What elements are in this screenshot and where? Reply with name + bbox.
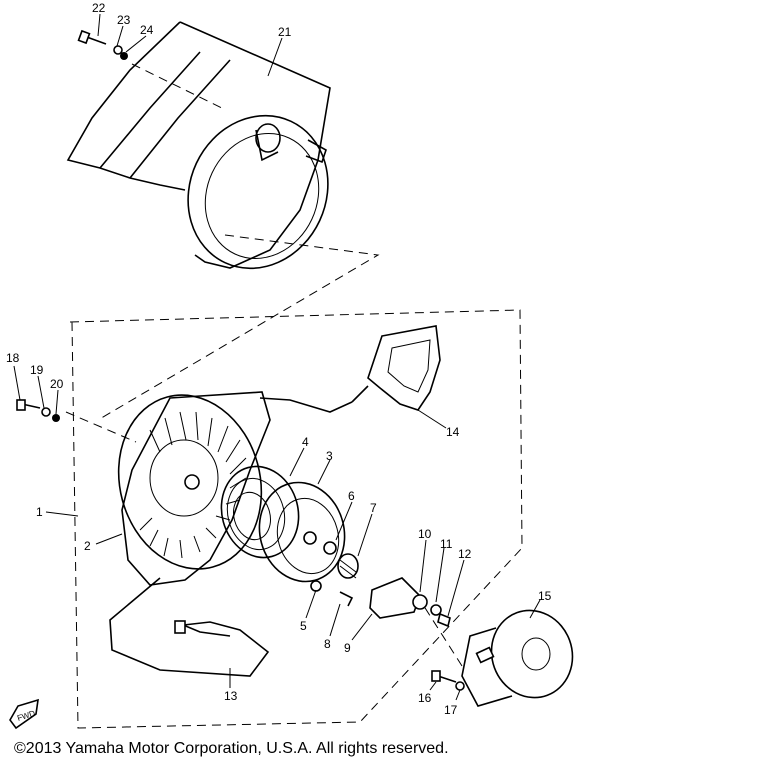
parts-18-20-bolt-washers [16, 399, 60, 422]
parts-5-12-small-hardware [310, 541, 451, 628]
copyright-notice: ©2013 Yamaha Motor Corporation, U.S.A. A… [14, 740, 449, 757]
parts-22-24-bolt-washers [77, 29, 128, 60]
fwd-arrow-icon: FWD [9, 698, 39, 730]
callout-16: 16 [418, 691, 432, 705]
part-2-starter-case [117, 391, 353, 586]
callout-12: 12 [458, 547, 472, 561]
callout-11: 11 [440, 537, 453, 551]
alignment-lines [65, 63, 463, 667]
callout-8: 8 [324, 637, 331, 651]
callout-6: 6 [348, 489, 355, 503]
part-3-sheave-drum [258, 481, 346, 583]
part-21-fan-shroud [66, 21, 331, 270]
callout-5: 5 [300, 619, 307, 633]
callout-1: 1 [36, 505, 43, 519]
callout-10: 10 [418, 527, 432, 541]
part-15-drive-plate [461, 609, 574, 707]
callout-3: 3 [326, 449, 333, 463]
callout-19: 19 [30, 363, 44, 377]
callout-9: 9 [344, 641, 351, 655]
leader-lines [13, 13, 541, 701]
callout-7: 7 [370, 501, 377, 515]
part-4-spiral-spring [220, 465, 300, 559]
callout-2: 2 [84, 539, 91, 553]
callout-14: 14 [446, 425, 460, 439]
assembly-group-box [69, 309, 523, 729]
part-13-starter-rope [109, 577, 270, 677]
callout-20: 20 [50, 377, 64, 391]
callout-4: 4 [302, 435, 309, 449]
callout-17: 17 [444, 703, 458, 717]
callout-18: 18 [6, 351, 20, 365]
parts-16-17-bolt-washer [431, 670, 465, 691]
callout-23: 23 [117, 13, 131, 27]
callout-13: 13 [224, 689, 238, 703]
callout-labels: 22 23 24 21 18 19 20 1 2 4 3 6 7 10 11 1… [6, 1, 552, 717]
part-14-starter-handle [351, 325, 441, 411]
callout-21: 21 [278, 25, 292, 39]
callout-24: 24 [140, 23, 154, 37]
callout-15: 15 [538, 589, 552, 603]
callout-22: 22 [92, 1, 106, 15]
